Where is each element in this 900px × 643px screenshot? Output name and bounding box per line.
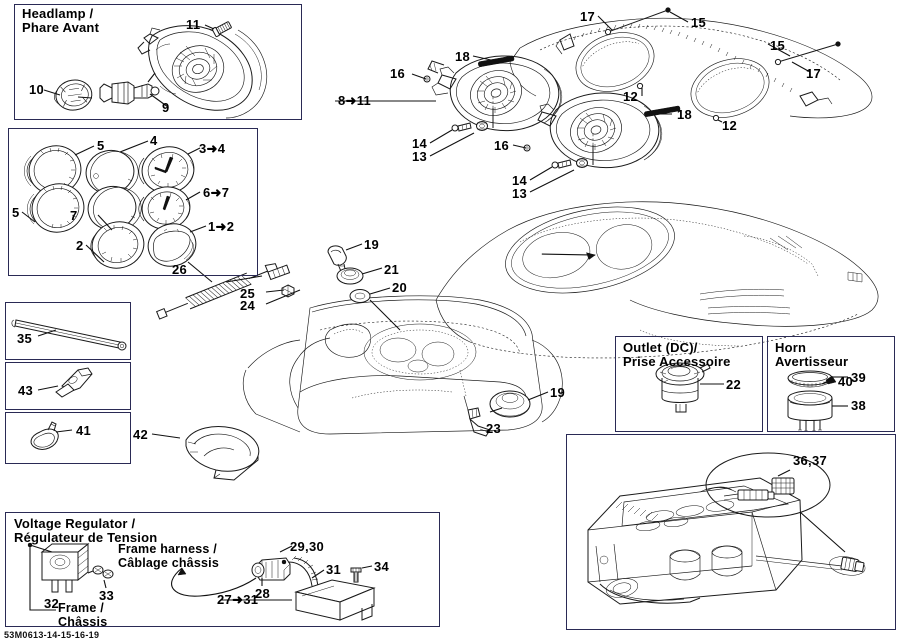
horn-artwork <box>787 370 848 432</box>
outlet-panel-title: Outlet (DC)/ Prise Accessoire <box>623 340 731 369</box>
callout-20: 20 <box>392 280 408 295</box>
callout-43: 43 <box>18 383 34 398</box>
voltage-regulator-panel-box <box>5 512 440 627</box>
callout-29-30: 29,30 <box>290 539 325 554</box>
callout-4: 4 <box>150 133 158 148</box>
callout-14-right: 14 <box>512 173 528 188</box>
callout-2: 2 <box>76 238 84 253</box>
callout-25: 25 <box>240 286 256 301</box>
outlet-panel-box <box>615 336 763 432</box>
headlamp-artwork <box>43 21 268 119</box>
callout-17-right: 17 <box>806 66 822 81</box>
callout-40: 40 <box>838 374 854 389</box>
voltage-regulator-artwork <box>27 542 376 621</box>
engine-artwork <box>587 452 866 605</box>
part-43-box <box>5 362 131 410</box>
callout-5-top: 5 <box>97 138 105 153</box>
callout-35: 35 <box>17 331 33 346</box>
callout-13-right: 13 <box>512 186 528 201</box>
callout-18-right: 18 <box>677 107 693 122</box>
callout-36-37: 36,37 <box>793 453 828 468</box>
headlamp-panel-title: Headlamp / Phare Avant <box>22 6 100 35</box>
voltage-regulator-panel-title: Voltage Regulator / Régulateur de Tensio… <box>14 516 158 545</box>
callout-11-headlamp: 11 <box>186 17 201 32</box>
frame-harness-label: Frame harness / Câblage châssis <box>118 542 219 570</box>
callout-39: 39 <box>851 370 867 385</box>
callout-26: 26 <box>172 262 188 277</box>
callout-16-right: 16 <box>494 138 510 153</box>
gauge-cluster-artwork <box>21 140 207 269</box>
part-41-box <box>5 412 131 464</box>
console-artwork <box>151 243 563 481</box>
footer-reference-code: 53M0613-14-15-16-19 <box>4 630 100 640</box>
callout-3-to-4: 3➜4 <box>199 141 226 156</box>
hood-body-artwork <box>435 201 879 359</box>
callout-15-left: 15 <box>691 15 707 30</box>
callout-21: 21 <box>384 262 400 277</box>
engine-panel-box <box>566 434 896 630</box>
side-parts-artwork <box>11 319 127 450</box>
headlamp-panel-box <box>14 4 302 120</box>
callout-24: 24 <box>240 298 256 313</box>
callout-42: 42 <box>133 427 149 442</box>
gauge-panel-box <box>8 128 258 276</box>
callout-10: 10 <box>29 82 45 97</box>
callout-28: 28 <box>255 586 271 601</box>
callout-23: 23 <box>486 421 502 436</box>
callout-12-right: 12 <box>722 118 738 133</box>
callout-32: 32 <box>44 596 60 611</box>
callout-41: 41 <box>76 423 92 438</box>
callout-19-bottom: 19 <box>550 385 566 400</box>
callout-17-left: 17 <box>580 9 596 24</box>
callout-19-top: 19 <box>364 237 380 252</box>
callout-7: 7 <box>70 208 78 223</box>
callout-15-right: 15 <box>770 38 786 53</box>
outlet-artwork <box>655 362 724 413</box>
callout-9: 9 <box>162 100 170 115</box>
callout-38: 38 <box>851 398 867 413</box>
callout-8-to-11: 8➜11 <box>338 93 372 108</box>
hood-assembly-artwork <box>335 7 873 193</box>
callout-13-left: 13 <box>412 149 428 164</box>
horn-panel-box <box>767 336 895 432</box>
callout-6-to-7: 6➜7 <box>203 185 230 200</box>
callout-16-left: 16 <box>390 66 406 81</box>
callout-34: 34 <box>374 559 390 574</box>
callout-27-to-31: 27➜31 <box>217 592 259 607</box>
callout-31: 31 <box>326 562 342 577</box>
horn-panel-title: Horn Avertisseur <box>775 340 849 369</box>
callout-14-left: 14 <box>412 136 428 151</box>
callout-5-bottom: 5 <box>12 205 20 220</box>
callout-22: 22 <box>726 377 742 392</box>
part-35-box <box>5 302 131 360</box>
callout-12-left: 12 <box>623 89 639 104</box>
callout-33: 33 <box>99 588 115 603</box>
callout-1-to-2: 1➜2 <box>208 219 235 234</box>
callout-18-left: 18 <box>455 49 471 64</box>
frame-chassis-label: Frame / Châssis <box>58 601 108 629</box>
